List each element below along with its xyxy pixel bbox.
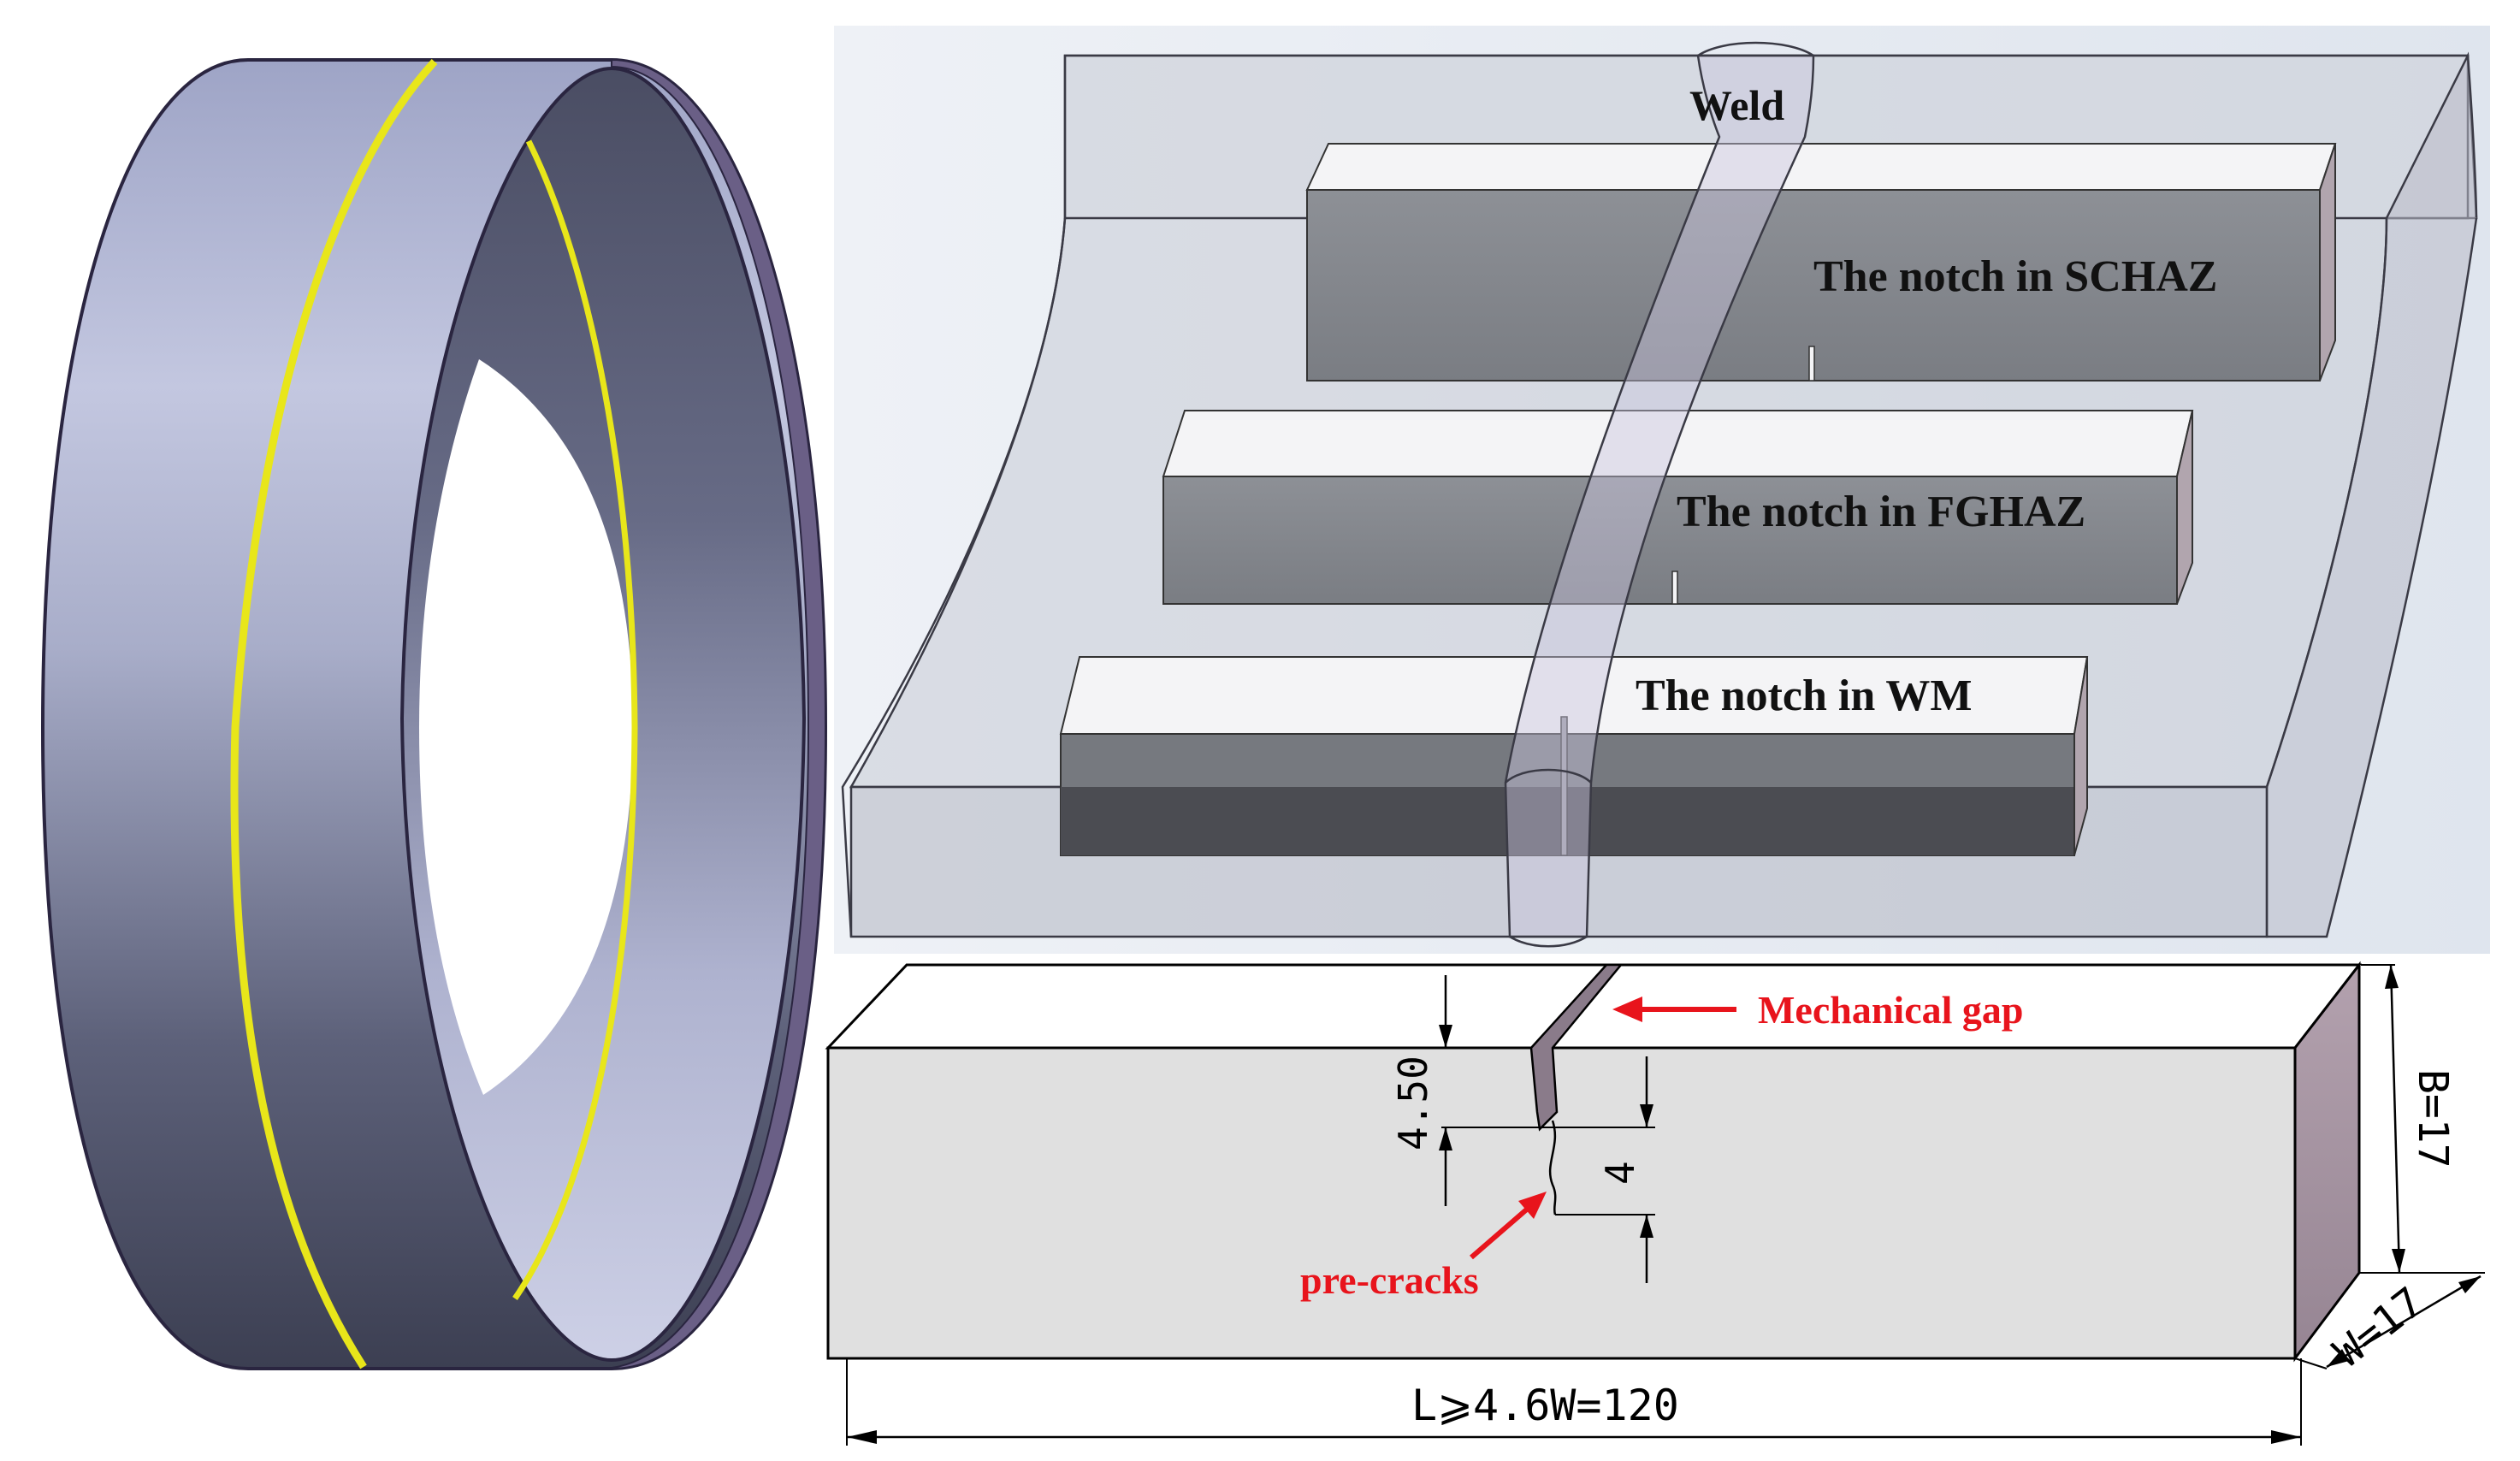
specimen-drawing: 4.50 4 B=17 W=17 xyxy=(825,961,2485,1446)
dim-length: L⩾4.6W=120 xyxy=(846,1358,2302,1446)
weld-seam-inner xyxy=(512,139,638,1300)
weld-zone-top-cap xyxy=(1697,41,1814,57)
mechanical-gap-annotation: Mechanical gap xyxy=(1612,988,2023,1032)
pre-cracks-label: pre-cracks xyxy=(1300,1258,1479,1302)
pipe-ring xyxy=(40,58,828,1370)
weld-seam-outer xyxy=(230,58,438,1369)
mechanical-gap-label: Mechanical gap xyxy=(1758,988,2023,1032)
thickness-value: B=17 xyxy=(2409,1069,2457,1168)
bar-schaz xyxy=(1305,143,2337,382)
specimen-front-face xyxy=(826,1046,2297,1360)
notch-label-wm: The notch in WM xyxy=(1636,671,1972,720)
bar-wm xyxy=(1059,656,2089,856)
dim-thickness: B=17 xyxy=(2361,964,2457,1274)
notch-fghaz xyxy=(1671,571,1678,605)
weld-zone-bottom-cap xyxy=(1505,768,1592,948)
ring-opening xyxy=(419,359,633,1095)
notch-label-fghaz: The notch in FGHAZ xyxy=(1677,488,2085,536)
pre-cracks-annotation: pre-cracks xyxy=(1300,1192,1547,1302)
weld-label: Weld xyxy=(1689,81,1784,129)
coupon-right-side xyxy=(2265,51,2478,938)
dim-notch-depth: 4.50 xyxy=(1390,975,1655,1206)
mechanical-gap-slot xyxy=(1529,963,1624,1132)
weld-coupon-panel: Weld The notch in SCHAZ The notch in FGH… xyxy=(834,26,2490,954)
ring-rim xyxy=(598,58,827,1369)
dim-precrack-depth: 4 xyxy=(1555,1056,1655,1283)
precrack-depth-value: 4 xyxy=(1597,1161,1643,1185)
notch-depth-value: 4.50 xyxy=(1390,1056,1436,1150)
coupon-left-edge xyxy=(841,217,1067,938)
specimen-top-face xyxy=(825,963,2363,1050)
notch-label-schaz: The notch in SCHAZ xyxy=(1813,252,2217,301)
notch-wm xyxy=(1560,716,1568,856)
pre-crack-line xyxy=(1548,1120,1557,1216)
notch-schaz xyxy=(1808,346,1815,382)
length-value: L⩾4.6W=120 xyxy=(1411,1381,1679,1430)
